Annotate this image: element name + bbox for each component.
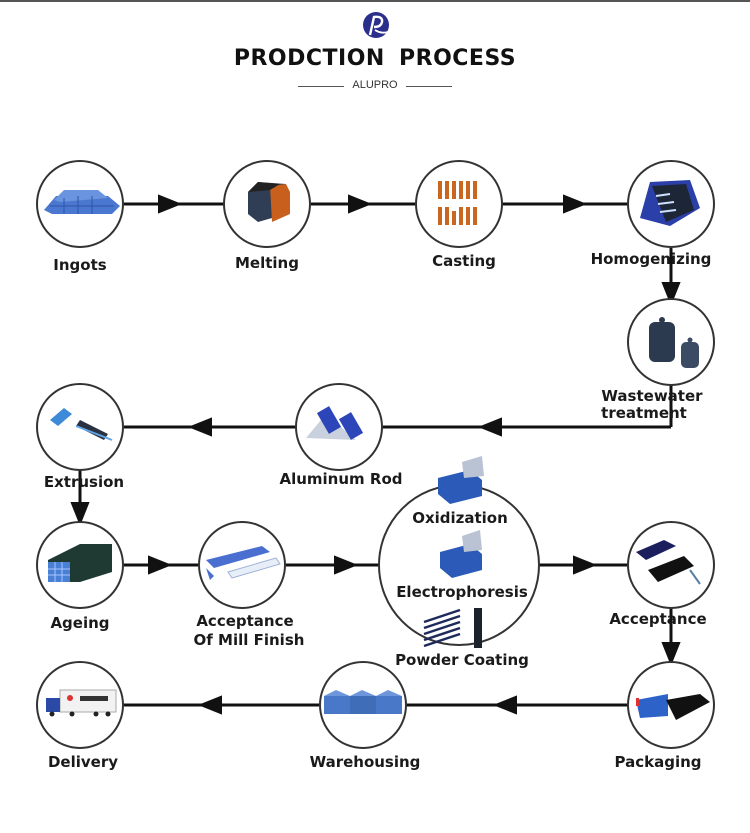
step-label-aluminum-rod: Aluminum Rod xyxy=(279,470,402,488)
subtitle-divider-left xyxy=(298,86,344,87)
step-label-ageing: Ageing xyxy=(50,614,109,632)
page-subtitle: ALUPRO xyxy=(352,79,398,91)
oxidization-tank-icon xyxy=(438,456,484,504)
homogenizing-furnace-icon xyxy=(640,180,700,226)
aluminum-rod-icon xyxy=(306,406,364,440)
step-label-electrophoresis: Electrophoresis xyxy=(396,583,528,601)
profiles-icon xyxy=(206,546,281,580)
water-tanks-icon xyxy=(649,317,699,368)
finished-profiles-icon xyxy=(636,540,701,585)
step-label-oxidization: Oxidization xyxy=(412,509,508,527)
ingots-icon xyxy=(44,190,120,214)
subtitle-divider-right xyxy=(406,86,452,87)
surface-treatment-icon xyxy=(423,456,484,648)
truck-icon xyxy=(46,689,117,717)
page-title: PRODCTION PROCESS xyxy=(233,46,517,71)
step-label-acceptance-mill: Acceptance xyxy=(196,612,293,630)
step-label-casting: Casting xyxy=(432,252,496,270)
extrusion-press-icon xyxy=(50,408,113,441)
powder-coating-icon xyxy=(423,608,482,648)
step-label-warehousing: Warehousing xyxy=(310,753,421,771)
step-circle-casting xyxy=(415,160,503,248)
step-label-wastewater-line2: treatment xyxy=(601,404,687,422)
alupro-logo-icon xyxy=(363,12,389,38)
cast-bars-icon xyxy=(438,181,477,225)
step-label-acceptance-mill-line2: Of Mill Finish xyxy=(194,631,305,649)
step-label-homogenizing: Homogenizing xyxy=(591,250,712,268)
step-label-acceptance: Acceptance xyxy=(609,610,706,628)
step-label-ingots: Ingots xyxy=(53,256,106,274)
packaging-icon xyxy=(636,694,710,720)
warehouse-icon xyxy=(324,690,402,714)
connectors xyxy=(70,194,681,715)
top-border xyxy=(0,0,750,2)
step-label-delivery: Delivery xyxy=(48,753,118,771)
step-circle-acceptance-mill xyxy=(198,521,286,609)
electrophoresis-tank-icon xyxy=(440,530,482,578)
ageing-oven-icon xyxy=(48,544,112,582)
step-label-packaging: Packaging xyxy=(615,753,702,771)
step-label-powder-coating: Powder Coating xyxy=(395,651,529,669)
step-label-extrusion: Extrusion xyxy=(44,473,124,491)
furnace-icon xyxy=(248,182,290,222)
step-label-melting: Melting xyxy=(235,254,299,272)
step-label-wastewater: Wastewater xyxy=(601,387,703,405)
